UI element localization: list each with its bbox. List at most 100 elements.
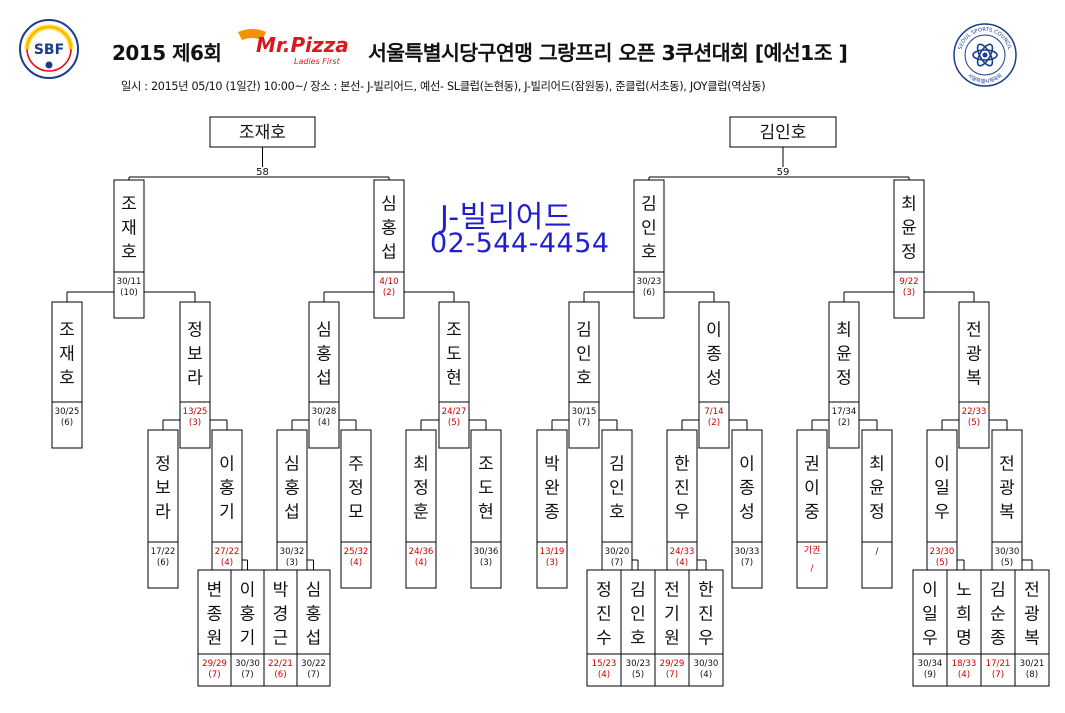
- player-score: 30/15: [572, 407, 597, 417]
- player-name-char: 전: [1024, 581, 1040, 601]
- player-name-char: 한: [698, 581, 714, 601]
- player-box-border: [263, 569, 298, 687]
- player-innings: (4): [676, 558, 688, 568]
- player-name-char: 정: [348, 479, 364, 499]
- player-name-char: 홍: [306, 605, 322, 625]
- year-edition: 2015 제6회: [112, 41, 222, 65]
- player-innings: (5): [1001, 558, 1013, 568]
- player-innings: (7): [208, 670, 220, 680]
- player-name-char: 도: [446, 345, 462, 365]
- player-score: 30/30: [235, 659, 260, 669]
- player-name-char: 이: [240, 581, 256, 601]
- player-name-char: 전: [664, 581, 680, 601]
- player-name-char: 성: [739, 503, 755, 523]
- player-name-char: 김: [630, 581, 646, 601]
- player-name-char: 호: [121, 243, 137, 263]
- sbf-logo: SBF: [19, 19, 79, 79]
- player-name-char: 홍: [316, 345, 332, 365]
- match-number: 58: [256, 167, 269, 178]
- player-name-char: 종: [207, 605, 223, 625]
- player-name-char: 변: [207, 581, 223, 601]
- player-name-char: 정: [869, 503, 885, 523]
- event-info: 일시 : 2015년 05/10 (1일간) 10:00~/ 장소 : 본선- …: [121, 80, 766, 93]
- player-name-char: 권: [804, 455, 820, 475]
- player-innings: (5): [936, 558, 948, 568]
- player-innings: (7): [578, 418, 590, 428]
- player-box-border: [698, 301, 730, 449]
- player-innings: (9): [924, 670, 936, 680]
- player-innings: (8): [1026, 670, 1038, 680]
- player-name-char: 윤: [836, 345, 852, 365]
- page-title: 서울특별시당구연맹 그랑프리 오픈 3쿠션대회 [예선1조 ]: [368, 41, 848, 65]
- player-name-char: 원: [664, 629, 680, 649]
- player-name-char: 종: [990, 629, 1006, 649]
- player-score: 30/36: [474, 547, 499, 557]
- player-box-border: [179, 301, 211, 449]
- player-score: 24/27: [442, 407, 467, 417]
- player-box-border: [308, 301, 340, 449]
- player-name-char: 윤: [869, 479, 885, 499]
- player-name-char: 호: [576, 369, 592, 389]
- player-innings: (2): [708, 418, 720, 428]
- player-name-char: 재: [121, 219, 137, 239]
- player-score: 30/21: [1020, 659, 1045, 669]
- player-score: 30/23: [637, 277, 662, 287]
- player-score: /: [811, 564, 814, 574]
- venue-name: J-빌리어드: [440, 200, 573, 235]
- player-box-border: [438, 301, 470, 449]
- player-score: 13/19: [540, 547, 565, 557]
- player-name-char: 일: [934, 479, 950, 499]
- player-score: 30/22: [301, 659, 326, 669]
- player-name-char: 진: [596, 605, 612, 625]
- player-name-char: 정: [155, 455, 171, 475]
- player-name-char: 일: [922, 605, 938, 625]
- player-score: 30/30: [694, 659, 719, 669]
- player-name-char: 명: [956, 629, 972, 649]
- player-innings: (6): [61, 418, 73, 428]
- player-name-char: 섭: [316, 369, 332, 389]
- player-name-char: 김: [609, 455, 625, 475]
- player-name-char: 정: [187, 321, 203, 341]
- player-innings: (5): [632, 670, 644, 680]
- player-name-char: 수: [596, 629, 612, 649]
- player-score: /: [876, 547, 879, 557]
- final-winner-box: [209, 116, 316, 148]
- player-innings: (6): [157, 558, 169, 568]
- player-box: 최윤정 /: [861, 429, 893, 589]
- player-name-char: 우: [922, 629, 938, 649]
- player-score: 30/32: [280, 547, 305, 557]
- player-innings: (3): [903, 288, 915, 298]
- player-name-char: 호: [609, 503, 625, 523]
- player-name-char: 홍: [381, 219, 397, 239]
- player-box-border: [373, 179, 405, 319]
- player-score: 30/33: [735, 547, 760, 557]
- player-name-char: 정: [596, 581, 612, 601]
- player-score: 4/10: [379, 277, 398, 287]
- player-name-char: 근: [273, 629, 289, 649]
- player-innings: (3): [189, 418, 201, 428]
- player-name-char: 심: [316, 321, 332, 341]
- player-name-char: 인: [630, 605, 646, 625]
- player-innings: (4): [958, 670, 970, 680]
- player-score: 29/29: [660, 659, 685, 669]
- player-name-char: 최: [901, 195, 917, 215]
- player-name-char: 홍: [284, 479, 300, 499]
- player-score: 30/30: [995, 547, 1020, 557]
- player-name-char: 현: [478, 503, 494, 523]
- player-name-char: 최: [869, 455, 885, 475]
- player-innings: (4): [700, 670, 712, 680]
- player-name-char: 광: [1024, 605, 1040, 625]
